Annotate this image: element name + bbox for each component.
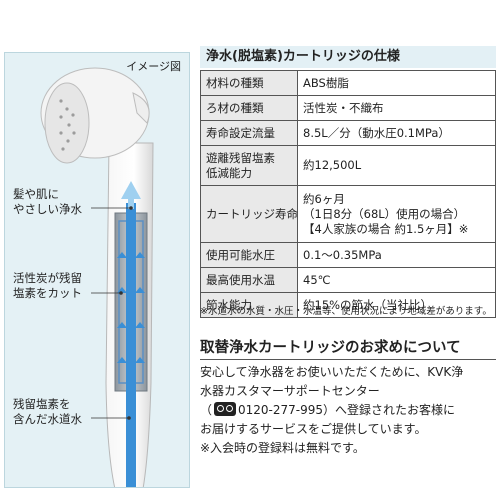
order-title: 取替浄水カートリッジのお求めについて: [200, 340, 461, 356]
spec-table: 材料の種類 ABS樹脂 ろ材の種類 活性炭・不織布 寿命設定流量 8.5L／分（…: [200, 70, 496, 318]
callout-gentle-water: 髪や肌に やさしい浄水: [13, 187, 82, 217]
callout-line: 髪や肌に: [13, 187, 59, 201]
table-row: 遊離残留塩素 低減能力 約12,500L: [200, 145, 496, 186]
spec-label: カートリッジ寿命: [200, 185, 298, 243]
spec-label: 使用可能水圧: [200, 242, 298, 268]
spec-value: 約12,500L: [297, 145, 496, 186]
spec-label: 材料の種類: [200, 70, 298, 96]
spec-label: ろ材の種類: [200, 95, 298, 121]
spec-value: 45℃: [297, 267, 496, 293]
spec-value: 0.1～0.35MPa: [297, 242, 496, 268]
divider: [200, 359, 496, 360]
spec-label: 節水能力: [200, 292, 298, 318]
callout-line: やさしい浄水: [13, 202, 82, 216]
callout-line: 塩素をカット: [13, 286, 82, 300]
table-row: 使用可能水圧 0.1～0.35MPa: [200, 242, 496, 268]
spec-label: 最高使用水温: [200, 267, 298, 293]
image-label: イメージ図: [126, 60, 181, 73]
spec-note: ※水道水の水質・水圧・水温等、使用状況により地域差があります。: [200, 306, 492, 317]
spec-value: 約15%の節水（当社比）: [297, 292, 496, 318]
callout-line: 残留塩素を: [13, 397, 71, 411]
order-text-line: ※入会時の登録料は無料です。: [200, 441, 365, 455]
spec-value-line: 約6ヶ月: [303, 191, 345, 206]
spec-value: 8.5L／分（動水圧0.1MPa）: [297, 120, 496, 146]
table-row: 寿命設定流量 8.5L／分（動水圧0.1MPa）: [200, 120, 496, 146]
open-paren: （: [200, 403, 213, 417]
spec-title: 浄水(脱塩素)カートリッジの仕様: [200, 46, 496, 68]
spec-value-line: 【4人家族の場合 約1.5ヶ月】※: [303, 221, 469, 236]
spec-value: 約6ヶ月 （1日8分（68L）使用の場合） 【4人家族の場合 約1.5ヶ月】※: [297, 185, 496, 243]
callout-activated-carbon: 活性炭が残留 塩素をカット: [13, 271, 82, 301]
table-row: 節水能力 約15%の節水（当社比）: [200, 292, 496, 318]
table-row: ろ材の種類 活性炭・不織布: [200, 95, 496, 121]
shower-illustration: イメージ図 髪や肌に やさしい浄水 活性炭が残留 塩素をカット 残留塩素を 含ん…: [4, 52, 190, 488]
spec-value-line: （1日8分（68L）使用の場合）: [303, 206, 466, 221]
order-body: 安心して浄水器をお使いいただくために、KVK浄 水器カスタマーサポートセンター …: [200, 363, 496, 458]
order-text-line: 水器カスタマーサポートセンター: [200, 384, 380, 398]
callout-line: 活性炭が残留: [13, 271, 82, 285]
callout-line: 含んだ水道水: [13, 412, 82, 426]
callout-tap-water: 残留塩素を 含んだ水道水: [13, 397, 82, 427]
order-text-line: （ 0120-277-995）へ登録されたお客様に: [200, 401, 496, 420]
table-row: 最高使用水温 45℃: [200, 267, 496, 293]
phone-number-text: 0120-277-995）へ登録されたお客様に: [238, 403, 456, 417]
spec-value: 活性炭・不織布: [297, 95, 496, 121]
spec-value: ABS樹脂: [297, 70, 496, 96]
spec-label-line: 低減能力: [206, 165, 252, 180]
shower-head-drawing: [40, 67, 154, 487]
spec-label: 寿命設定流量: [200, 120, 298, 146]
table-row: 材料の種類 ABS樹脂: [200, 70, 496, 96]
table-row: カートリッジ寿命 約6ヶ月 （1日8分（68L）使用の場合） 【4人家族の場合 …: [200, 185, 496, 243]
free-dial-icon: [214, 402, 237, 416]
spec-label: 遊離残留塩素 低減能力: [200, 145, 298, 186]
order-text-line: お届けするサービスをご提供しています。: [200, 422, 427, 436]
order-text-line: 安心して浄水器をお使いいただくために、KVK浄: [200, 365, 464, 379]
spec-label-line: 遊離残留塩素: [206, 150, 275, 165]
